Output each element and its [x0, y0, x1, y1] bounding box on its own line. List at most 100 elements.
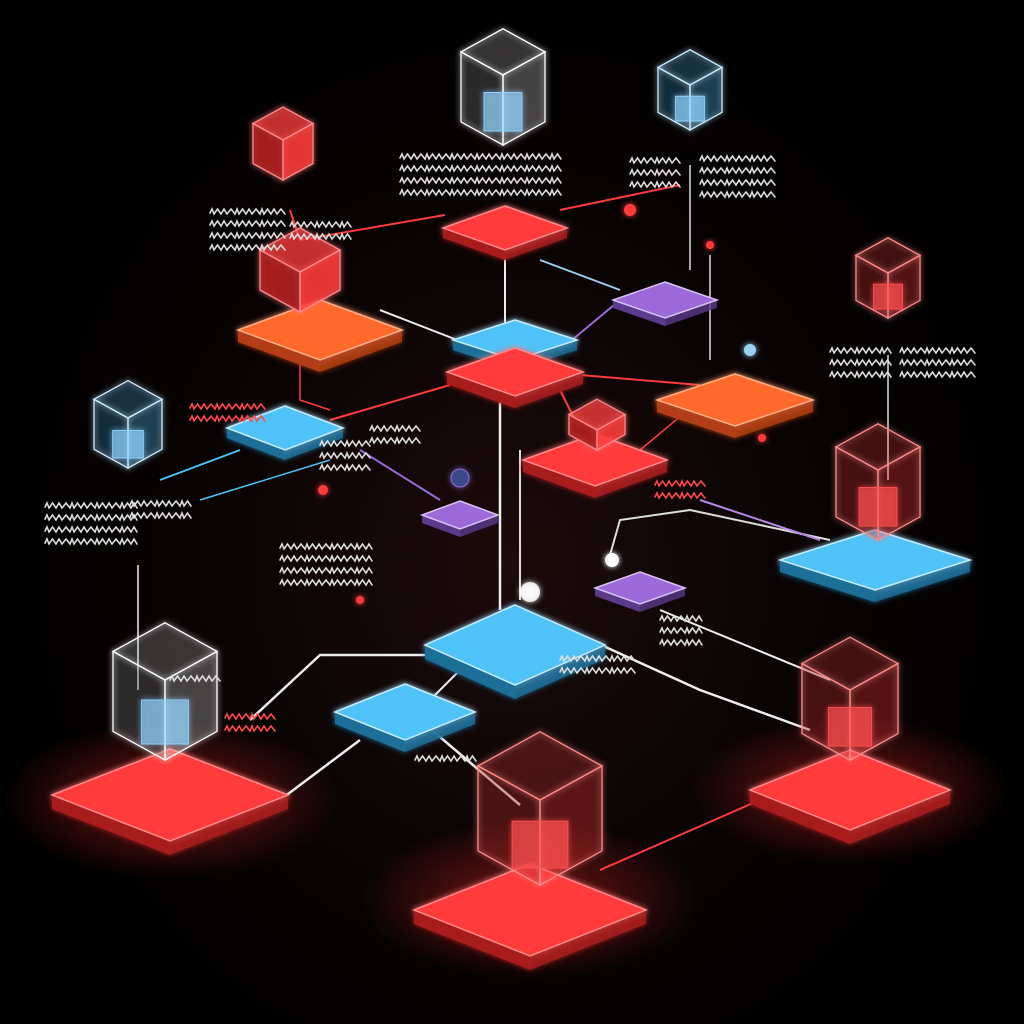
connector-dots	[318, 204, 766, 604]
connector-dot	[356, 596, 364, 604]
annotation-line	[899, 357, 976, 367]
pad-side-right	[665, 300, 717, 326]
annotation-line	[289, 231, 352, 241]
annotation-line	[209, 218, 286, 228]
annotation-line	[629, 167, 681, 177]
node-blue-small-pad	[332, 683, 478, 752]
annotation-text-block	[829, 345, 892, 379]
pad-side-left	[422, 515, 460, 537]
pad-side-right	[515, 372, 583, 408]
cube-cube-top-center	[459, 28, 547, 147]
annotation-line	[319, 438, 371, 448]
node-red-bottom-center	[411, 863, 649, 970]
cube-face-top	[92, 379, 164, 419]
node-red-bottom-left	[49, 748, 291, 855]
cube-inner-device	[511, 820, 569, 869]
pad-side-left	[595, 588, 640, 612]
annotations	[44, 151, 976, 763]
annotation-text-block	[44, 500, 138, 546]
pad-top	[423, 604, 607, 686]
connector-dot	[706, 241, 714, 249]
annotation-text-block	[169, 673, 221, 683]
pad-top	[411, 863, 649, 957]
link-red-center-to-orange-right	[579, 374, 701, 386]
annotation-line	[209, 242, 286, 252]
annotation-text-block	[559, 653, 636, 675]
pad-side-left	[443, 228, 505, 260]
pad-side-left	[447, 372, 515, 408]
cube-face-top	[111, 622, 219, 681]
pad-side-right	[735, 400, 813, 438]
annotation-text-block	[399, 151, 562, 197]
cube-face-top	[476, 731, 604, 801]
annotation-line	[279, 565, 373, 575]
annotation-line	[699, 165, 776, 175]
annotation-line	[169, 673, 221, 683]
pad-top	[224, 405, 346, 451]
annotation-line	[829, 345, 892, 355]
annotation-line	[699, 153, 776, 163]
annotation-line	[279, 577, 373, 587]
annotation-line	[899, 369, 976, 379]
annotation-text-block	[654, 478, 706, 500]
pad-side-right	[530, 910, 646, 970]
connector-dot	[450, 468, 470, 488]
link-blue-center-to-purple-top	[539, 259, 621, 291]
node-orange-left-pad	[235, 299, 405, 372]
link-red-top-center-right	[559, 184, 681, 211]
node-purple-mid-left	[419, 500, 501, 537]
annotation-text-block	[209, 206, 286, 252]
annotation-text-block	[369, 423, 421, 445]
cube-face-top	[854, 237, 922, 274]
annotation-line	[629, 155, 681, 165]
cube-cube-orange-left-block	[258, 227, 342, 314]
pad-side-right	[405, 712, 475, 752]
annotation-text-block	[129, 498, 192, 520]
cube-inner-device	[827, 707, 873, 747]
annotation-line	[224, 711, 276, 721]
connector-dot	[624, 204, 636, 216]
pad-side-right	[285, 428, 343, 460]
node-blue-right-pad	[777, 529, 973, 602]
pad-side-right	[595, 460, 667, 498]
annotation-line	[129, 510, 192, 520]
cube-inner-device	[112, 430, 144, 459]
annotation-text-block	[289, 219, 352, 241]
annotation-text-block	[899, 345, 976, 379]
link-bottom-center-to-right	[599, 799, 761, 871]
pad-side-right	[320, 330, 402, 372]
pad-top	[520, 433, 670, 487]
pad-side-left	[238, 330, 320, 372]
link-purple-to-right-blue	[699, 499, 821, 541]
annotation-line	[289, 219, 352, 229]
cube-cube-bottom-right-red	[800, 636, 900, 762]
annotation-line	[369, 423, 421, 433]
annotation-text-block	[414, 753, 477, 763]
link-blue-big-to-bottom-right	[589, 638, 811, 732]
node-blue-center-big	[423, 604, 607, 699]
annotation-line	[44, 500, 138, 510]
annotation-text-block	[629, 155, 681, 189]
annotation-line	[44, 536, 138, 546]
pad-side-left	[425, 645, 515, 699]
cube-face-top	[258, 227, 342, 273]
pad-side-left	[657, 400, 735, 438]
connector-dot	[520, 582, 540, 602]
node-red-mid-pad	[520, 433, 670, 498]
pad-side-left	[227, 428, 285, 460]
annotation-line	[399, 175, 562, 185]
pad-top	[49, 748, 291, 842]
annotation-line	[279, 541, 373, 551]
pad-side-left	[780, 560, 875, 602]
annotation-line	[44, 512, 138, 522]
link-blue-left-to-purple	[199, 459, 331, 501]
connector-dot	[758, 434, 766, 442]
annotation-line	[399, 163, 562, 173]
node-purple-mid-right	[592, 571, 688, 612]
annotation-text-block	[279, 541, 373, 587]
pad-side-right	[170, 795, 288, 855]
cube-cube-left-glass	[92, 379, 164, 470]
annotation-line	[659, 625, 703, 635]
annotation-line	[129, 498, 192, 508]
